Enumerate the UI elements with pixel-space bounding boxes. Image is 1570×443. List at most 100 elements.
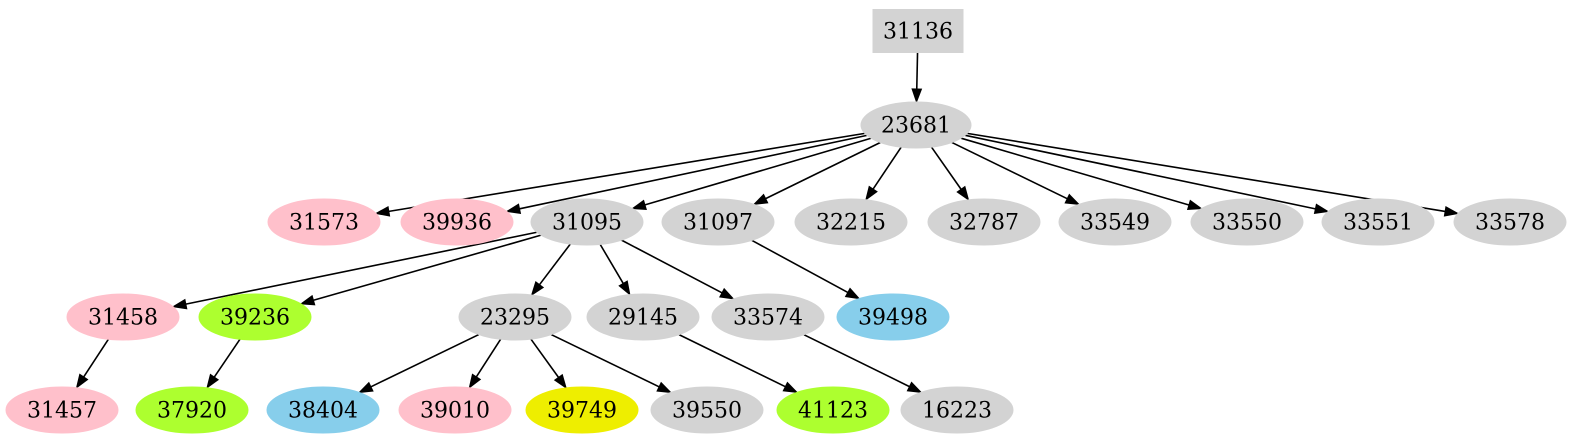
arrowhead-icon <box>374 205 391 217</box>
edge-39236-37920 <box>206 338 241 390</box>
node-label: 39550 <box>672 399 742 424</box>
node-ellipse-shape <box>794 198 908 246</box>
node-ellipse-shape <box>711 293 825 341</box>
arrowhead-icon <box>618 280 631 296</box>
edge-31458-31457 <box>75 338 110 390</box>
node-ellipse-shape <box>525 386 639 434</box>
edge-23681-32215 <box>865 146 902 202</box>
node-ellipse-shape <box>927 198 1041 246</box>
node-32215: 32215 <box>794 198 908 246</box>
node-ellipse-shape <box>1453 198 1567 246</box>
edge-23681-33550 <box>960 137 1203 211</box>
node-label: 37920 <box>157 399 227 424</box>
node-ellipse-shape <box>458 293 572 341</box>
node-label: 32215 <box>816 211 886 236</box>
node-32787: 32787 <box>927 198 1041 246</box>
node-ellipse-shape <box>1321 198 1435 246</box>
node-label: 31457 <box>27 399 97 424</box>
node-33550: 33550 <box>1190 198 1304 246</box>
arrowhead-icon <box>911 88 923 104</box>
arrowhead-icon <box>1064 193 1081 206</box>
edge-23295-38404 <box>357 333 480 394</box>
node-31458: 31458 <box>66 293 180 341</box>
edge-23681-33549 <box>951 141 1081 206</box>
node-31457: 31457 <box>5 386 119 434</box>
node-label: 23681 <box>881 114 951 139</box>
node-ellipse-shape <box>530 198 644 246</box>
node-39236: 39236 <box>198 293 312 341</box>
arrowhead-icon <box>719 287 735 300</box>
edge-23681-32787 <box>930 146 970 202</box>
node-ellipse-shape <box>661 198 775 246</box>
node-23681: 23681 <box>860 101 972 149</box>
node-ellipse-shape <box>5 386 119 434</box>
node-ellipse-shape <box>400 198 514 246</box>
edge-23681-33578 <box>967 132 1460 217</box>
node-39010: 39010 <box>398 386 512 434</box>
node-ellipse-shape <box>860 101 972 149</box>
arrowhead-icon <box>782 381 799 394</box>
edge-31095-29145 <box>599 243 631 296</box>
edge-31095-23295 <box>530 243 571 297</box>
node-label: 39236 <box>220 306 290 331</box>
arrowhead-icon <box>530 281 545 297</box>
arrowhead-icon <box>75 373 89 390</box>
edge-31095-31458 <box>171 231 538 310</box>
node-label: 31136 <box>883 20 953 45</box>
arrowhead-icon <box>844 287 861 300</box>
node-31136: 31136 <box>872 9 964 53</box>
edge-33574-16223 <box>803 333 923 393</box>
node-ellipse-shape <box>1190 198 1304 246</box>
node-label: 39936 <box>422 211 492 236</box>
node-ellipse-shape <box>66 293 180 341</box>
edge-23295-39550 <box>550 333 673 394</box>
arrowhead-icon <box>505 203 522 214</box>
node-ellipse-shape <box>267 198 381 246</box>
node-label: 39749 <box>547 399 617 424</box>
node-38404: 38404 <box>266 386 380 434</box>
arrowhead-icon <box>956 185 970 202</box>
node-31095: 31095 <box>530 198 644 246</box>
arrowhead-icon <box>171 298 188 310</box>
arrowhead-icon <box>206 373 220 390</box>
node-label: 33578 <box>1475 211 1545 236</box>
node-label: 33549 <box>1080 211 1150 236</box>
node-label: 29145 <box>608 306 678 331</box>
node-label: 33574 <box>733 306 803 331</box>
node-37920: 37920 <box>135 386 249 434</box>
node-39936: 39936 <box>400 198 514 246</box>
node-ellipse-shape <box>776 386 890 434</box>
node-ellipse-shape <box>1058 198 1172 246</box>
arrowhead-icon <box>1443 205 1460 217</box>
node-39749: 39749 <box>525 386 639 434</box>
node-ellipse-shape <box>650 386 764 434</box>
node-41123: 41123 <box>776 386 890 434</box>
edge-31136-23681 <box>911 52 923 104</box>
node-label: 31458 <box>88 306 158 331</box>
node-label: 39498 <box>858 306 928 331</box>
node-31097: 31097 <box>661 198 775 246</box>
edge-29145-41123 <box>678 333 799 394</box>
edge-23681-31095 <box>631 137 872 210</box>
edge-31095-33574 <box>621 239 735 300</box>
node-label: 31573 <box>289 211 359 236</box>
node-29145: 29145 <box>586 293 700 341</box>
node-label: 33550 <box>1212 211 1282 236</box>
edge-31097-39498 <box>751 239 861 300</box>
node-label: 31097 <box>683 211 753 236</box>
arrowhead-icon <box>656 381 673 394</box>
node-ellipse-shape <box>836 293 950 341</box>
node-33578: 33578 <box>1453 198 1567 246</box>
node-16223: 16223 <box>900 386 1014 434</box>
node-ellipse-shape <box>198 293 312 341</box>
arrowhead-icon <box>553 373 567 390</box>
node-39550: 39550 <box>650 386 764 434</box>
node-ellipse-shape <box>266 386 380 434</box>
node-39498: 39498 <box>836 293 950 341</box>
arrowhead-icon <box>357 381 374 394</box>
arrowhead-icon <box>1313 203 1330 215</box>
node-label: 38404 <box>288 399 358 424</box>
node-ellipse-shape <box>398 386 512 434</box>
edge-31095-39236 <box>299 234 542 306</box>
node-33549: 33549 <box>1058 198 1172 246</box>
